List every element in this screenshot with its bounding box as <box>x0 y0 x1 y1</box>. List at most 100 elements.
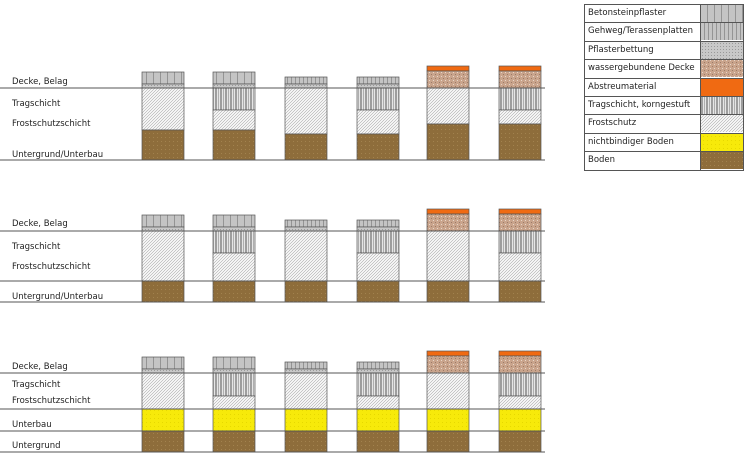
layer-yellow-p3-c6 <box>498 408 542 432</box>
legend-label: wassergebundene Decke <box>585 60 701 78</box>
layer-wasser-p3-c6 <box>498 355 542 374</box>
layer-frost-p2-c3 <box>284 230 328 282</box>
layer-abstreu-p2-c6 <box>498 208 542 215</box>
layer-yellow-p3-c1 <box>141 408 185 432</box>
layer-yellow-p3-c2 <box>212 408 256 432</box>
legend-label: Pflasterbettung <box>585 41 701 60</box>
layer-boden-p3-c2 <box>212 430 256 453</box>
layer-bettung-p1-c2 <box>212 83 256 89</box>
layer-gehweg-p3-c3 <box>284 361 328 370</box>
legend-label: nichtbindiger Boden <box>585 133 701 152</box>
layer-beton-p2-c1 <box>141 214 185 228</box>
layer-trag-p1-c4 <box>356 87 400 111</box>
layer-yellow-p3-c5 <box>426 408 470 432</box>
layer-abstreu-p3-c5 <box>426 350 470 357</box>
legend-label: Boden <box>585 152 701 170</box>
layer-label: Untergrund <box>12 441 61 451</box>
layer-yellow-p3-c3 <box>284 408 328 432</box>
legend-swatch-abstreu <box>701 78 743 96</box>
layer-bettung-p1-c3 <box>284 83 328 89</box>
layer-boden-p2-c4 <box>356 280 400 303</box>
layer-trag-p3-c4 <box>356 372 400 397</box>
layer-boden-p1-c6 <box>498 123 542 161</box>
layer-frost-p1-c6 <box>498 109 542 125</box>
layer-boden-p3-c6 <box>498 430 542 453</box>
layer-trag-p1-c2 <box>212 87 256 111</box>
layer-frost-p3-c2 <box>212 395 256 410</box>
layer-frost-p1-c2 <box>212 109 256 131</box>
layer-yellow-p3-c4 <box>356 408 400 432</box>
layer-boden-p3-c1 <box>141 430 185 453</box>
layer-gehweg-p1-c3 <box>284 76 328 85</box>
layer-boden-p1-c1 <box>141 129 185 161</box>
layer-trag-p2-c6 <box>498 230 542 254</box>
legend-label: Abstreumaterial <box>585 78 701 96</box>
layer-gehweg-p1-c4 <box>356 76 400 85</box>
layer-frost-p2-c1 <box>141 230 185 282</box>
legend-item-beton: Betonsteinpflaster <box>585 5 743 24</box>
legend-swatch-gehweg <box>701 23 743 41</box>
layer-label: Frostschutzschicht <box>12 262 91 272</box>
layer-boden-p2-c1 <box>141 280 185 303</box>
layer-bettung-p3-c2 <box>212 368 256 374</box>
layer-bettung-p3-c4 <box>356 368 400 374</box>
layer-trag-p1-c6 <box>498 87 542 111</box>
layer-frost-p1-c3 <box>284 87 328 135</box>
layer-boden-p1-c2 <box>212 129 256 161</box>
layer-trag-p2-c4 <box>356 230 400 254</box>
layer-trag-p2-c2 <box>212 230 256 254</box>
legend-swatch-beton <box>701 5 743 22</box>
legend-item-boden: Boden <box>585 152 743 170</box>
layer-label: Tragschicht <box>12 380 61 390</box>
legend-swatch-frost <box>701 115 743 133</box>
legend-item-yellow: nichtbindiger Boden <box>585 133 743 153</box>
layer-boden-p1-c3 <box>284 133 328 161</box>
layer-bettung-p2-c2 <box>212 226 256 232</box>
layer-beton-p3-c2 <box>212 356 256 370</box>
legend-label: Tragschicht, korngestuft <box>585 96 701 115</box>
layer-frost-p2-c4 <box>356 252 400 282</box>
legend-item-trag: Tragschicht, korngestuft <box>585 96 743 116</box>
layer-wasser-p2-c6 <box>498 213 542 232</box>
layer-gehweg-p2-c4 <box>356 219 400 228</box>
layer-label: Tragschicht <box>12 99 61 109</box>
legend-label: Betonsteinpflaster <box>585 5 701 23</box>
layer-label: Decke, Belag <box>12 77 68 87</box>
legend-swatch-trag <box>701 96 743 114</box>
layer-label: Decke, Belag <box>12 219 68 229</box>
layer-beton-p1-c1 <box>141 71 185 85</box>
layer-beton-p3-c1 <box>141 356 185 370</box>
layer-label: Frostschutzschicht <box>12 396 91 406</box>
layer-bettung-p1-c1 <box>141 83 185 89</box>
legend-swatch-yellow <box>701 133 743 151</box>
layer-bettung-p2-c1 <box>141 226 185 232</box>
layer-boden-p2-c5 <box>426 280 470 303</box>
legend-label: Frostschutz <box>585 115 701 133</box>
layer-abstreu-p3-c6 <box>498 350 542 357</box>
layer-label: Untergrund/Unterbau <box>12 292 104 302</box>
layer-frost-p3-c6 <box>498 395 542 410</box>
layer-beton-p2-c2 <box>212 214 256 228</box>
layer-bettung-p2-c3 <box>284 226 328 232</box>
legend-item-abstreu: Abstreumaterial <box>585 78 743 97</box>
layer-frost-p2-c6 <box>498 252 542 282</box>
layer-boden-p2-c2 <box>212 280 256 303</box>
layer-gehweg-p3-c4 <box>356 361 400 370</box>
legend-swatch-bettung <box>701 41 743 59</box>
layer-frost-p1-c5 <box>426 87 470 125</box>
layer-frost-p2-c2 <box>212 252 256 282</box>
layer-boden-p3-c5 <box>426 430 470 453</box>
layer-frost-p3-c5 <box>426 372 470 410</box>
layer-label: Untergrund/Unterbau <box>12 150 104 160</box>
layer-frost-p1-c1 <box>141 87 185 131</box>
layer-bettung-p3-c3 <box>284 368 328 374</box>
layer-boden-p2-c3 <box>284 280 328 303</box>
layer-beton-p1-c2 <box>212 71 256 85</box>
layer-boden-p3-c4 <box>356 430 400 453</box>
legend-swatch-boden <box>701 152 743 170</box>
layer-trag-p3-c2 <box>212 372 256 397</box>
layer-trag-p3-c6 <box>498 372 542 397</box>
layer-label: Tragschicht <box>12 242 61 252</box>
